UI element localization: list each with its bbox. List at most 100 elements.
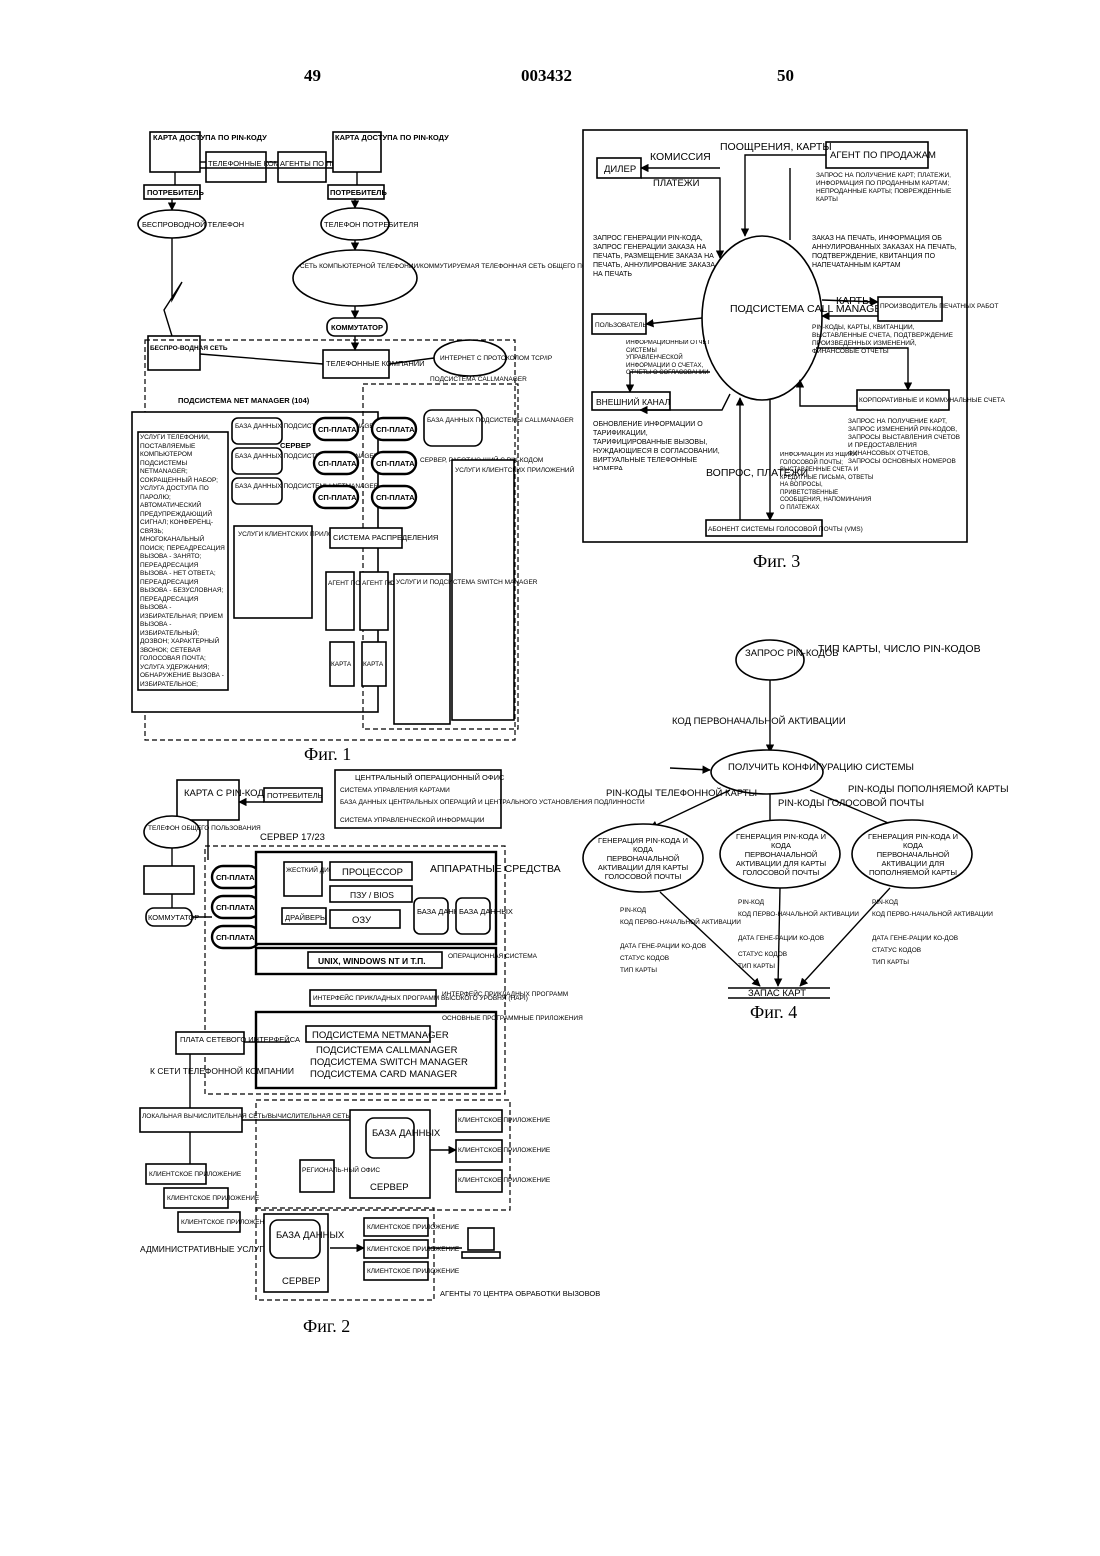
fig2-db-2-label: БАЗА ДАННЫХ xyxy=(459,907,513,916)
fig2-sp-2-label: СП-ПЛАТА xyxy=(216,903,255,912)
fig3-dealer: ДИЛЕР xyxy=(604,164,636,175)
fig2-server: СЕРВЕР 17/23 xyxy=(260,832,325,843)
fig2-server-a-label: СЕРВЕР xyxy=(370,1182,409,1193)
fig1-consumer-phone: ТЕЛЕФОН ПОТРЕБИТЕЛЯ xyxy=(324,220,419,229)
fig3-print-order: ЗАКАЗ НА ПЕЧАТЬ, ИНФОРМАЦИЯ ОБ АННУЛИРОВ… xyxy=(812,234,964,270)
fig2-client-2-label: КЛИЕНТСКОЕ ПРИЛОЖЕНИЕ xyxy=(167,1195,260,1202)
fig2-diagram: КАРТА С PIN-КОДОМ ПОТРЕБИТЕЛЬ ЦЕНТРАЛЬНЫ… xyxy=(140,770,645,1300)
fig2-db-1 xyxy=(414,898,448,934)
fig2-switchmanager: ПОДСИСТЕМА SWITCH MANAGER xyxy=(310,1057,468,1068)
fig2-client-a1-label: КЛИЕНТСКОЕ ПРИЛОЖЕНИЕ xyxy=(458,1117,551,1124)
fig1-switch: КОММУТАТОР xyxy=(331,323,383,332)
fig3-agent-req: ЗАПРОС НА ПОЛУЧЕНИЕ КАРТ; ПЛАТЕЖИ, ИНФОР… xyxy=(816,172,956,204)
fig1-netmanager: ПОДСИСТЕМА NET MANAGER (104) xyxy=(178,396,310,405)
fig1-wireless-phone: БЕСПРОВОДНОЙ ТЕЛЕФОН xyxy=(142,220,244,229)
fig3-commission: КОМИССИЯ xyxy=(650,151,711,163)
fig3-rewards: ПООЩРЕНИЯ, КАРТЫ xyxy=(720,141,832,153)
fig2-computer-icon xyxy=(468,1228,494,1250)
fig3-pin-req: ЗАПРОС ГЕНЕРАЦИИ PIN-КОДА, ЗАПРОС ГЕНЕРА… xyxy=(593,234,721,279)
fig4-gen3: ГЕНЕРАЦИЯ PIN-КОДА И КОДА ПЕРВОНАЧАЛЬНОЙ… xyxy=(866,832,960,877)
fig1-phone-companies-center: ТЕЛЕФОННЫЕ КОМПАНИИ xyxy=(326,359,425,368)
fig1-card-2-label: КАРТА xyxy=(363,661,384,668)
fig4-request-ellipse xyxy=(736,640,804,680)
fig1-wireless-net: БЕСПРО-ВОДНАЯ СЕТЬ xyxy=(150,345,228,352)
fig1-db-nm-1 xyxy=(232,418,282,444)
fig2-os-label: ОПЕРАЦИОННАЯ СИСТЕМА xyxy=(448,953,538,960)
fig2-public-phone xyxy=(144,816,200,848)
fig2-regional: РЕГИОНАЛЬ-НЫЙ ОФИС xyxy=(302,1165,380,1174)
fig1-client-services-box xyxy=(234,526,312,618)
fig4-diagram: ЗАПРОС PIN-КОДОВ ТИП КАРТЫ, ЧИСЛО PIN-КО… xyxy=(583,640,1008,999)
fig1-consumer-left: ПОТРЕБИТЕЛЬ xyxy=(147,188,204,197)
fig3-corp-req: ЗАПРОС НА ПОЛУЧЕНИЕ КАРТ, ЗАПРОС ИЗМЕНЕН… xyxy=(848,418,964,466)
fig2-co-0: СИСТЕМА УПРАВЛЕНИЯ КАРТАМИ xyxy=(340,787,450,794)
fig2-cardmanager: ПОДСИСТЕМА CARD MANAGER xyxy=(310,1069,457,1080)
fig2-pstn-box xyxy=(144,866,194,894)
fig3-printer-out: PIN-КОДЫ, КАРТЫ, КВИТАНЦИИ, ВЫСТАВЛЕННЫЕ… xyxy=(812,324,962,356)
fig1-db-cm-label: БАЗА ДАННЫХ ПОДСИСТЕМЫ CALLMANAGER xyxy=(427,417,574,424)
fig2-client-3-label: КЛИЕНТСКОЕ ПРИЛОЖЕНИЕ xyxy=(181,1219,274,1226)
fig2-regional-box xyxy=(300,1160,334,1192)
fig2-co-1: БАЗА ДАННЫХ ЦЕНТРАЛЬНЫХ ОПЕРАЦИЙ И ЦЕНТР… xyxy=(340,797,645,806)
fig1-services-list: УСЛУГИ ТЕЛЕФОНИИ, ПОСТАВЛЯЕМЫЕ КОМПЬЮТЕР… xyxy=(140,434,226,688)
fig1-sp-2-label: СП-ПЛАТА xyxy=(318,459,357,468)
fig2-hapi-label: ИНТЕРФЕЙС ПРИКЛАДНЫХ ПРОГРАММ xyxy=(442,989,568,998)
fig4-gen2: ГЕНЕРАЦИЯ PIN-КОДА И КОДА ПЕРВОНАЧАЛЬНОЙ… xyxy=(734,832,828,877)
fig4-f1-0: PIN-КОД xyxy=(620,907,647,914)
fig4-f3-3: СТАТУС КОДОВ xyxy=(872,947,921,954)
fig4-f2-2: ДАТА ГЕНЕ-РАЦИИ КО-ДОВ xyxy=(738,935,824,942)
fig1-diagram: КАРТА ДОСТУПА ПО PIN-КОДУ ТЕЛЕФОННЫЕ КОМ… xyxy=(132,132,627,740)
fig1-wireless-net-box xyxy=(148,336,200,370)
fig2-consumer: ПОТРЕБИТЕЛЬ xyxy=(267,791,323,800)
fig2-sp-3-label: СП-ПЛАТА xyxy=(216,933,255,942)
fig1-db-nm-2 xyxy=(232,448,282,474)
fig2-keyboard-icon xyxy=(462,1252,500,1258)
fig4-f1-3: СТАТУС КОДОВ xyxy=(620,955,669,962)
fig1-pstn-ellipse xyxy=(293,250,417,306)
fig4-stock: ЗАПАС КАРТ xyxy=(748,988,806,999)
fig4-f3-2: ДАТА ГЕНЕ-РАЦИИ КО-ДОВ xyxy=(872,935,958,942)
fig1-switch-manager: УСЛУГИ И ПОДСИСТЕМА SWITCH MANAGER xyxy=(396,579,538,586)
fig4-f3-4: ТИП КАРТЫ xyxy=(872,959,909,966)
fig4-f2-4: ТИП КАРТЫ xyxy=(738,963,775,970)
fig2-client-a3-label: КЛИЕНТСКОЕ ПРИЛОЖЕНИЕ xyxy=(458,1177,551,1184)
fig1-client-apps-label: УСЛУГИ КЛИЕНТСКИХ ПРИЛОЖЕНИЙ xyxy=(455,465,575,474)
fig2-netmanager: ПОДСИСТЕМА NETMANAGER xyxy=(312,1030,449,1041)
fig2-public-phone-label: ТЕЛЕФОН ОБЩЕГО ПОЛЬЗОВАНИЯ xyxy=(148,825,261,832)
fig1-card-right: КАРТА ДОСТУПА ПО PIN-КОДУ xyxy=(335,133,449,142)
fig4-f3-1: КОД ПЕРВО-НАЧАЛЬНОЙ АКТИВАЦИИ xyxy=(872,909,993,918)
fig2-client-1-label: КЛИЕНТСКОЕ ПРИЛОЖЕНИЕ xyxy=(149,1171,242,1178)
fig3-agent: АГЕНТ ПО ПРОДАЖАМ xyxy=(830,150,936,161)
fig2-client-b3-label: КЛИЕНТСКОЕ ПРИЛОЖЕНИЕ xyxy=(367,1268,460,1275)
fig2-rom: ПЗУ / BIOS xyxy=(350,890,394,900)
fig3-user: ПОЛЬЗОВАТЕЛЬ xyxy=(595,322,647,329)
fig4-gen1: ГЕНЕРАЦИЯ PIN-КОДА И КОДА ПЕРВОНАЧАЛЬНОЙ… xyxy=(596,836,690,881)
fig2-co-2: СИСТЕМА УПРАВЛЕНЧЕСКОЙ ИНФОРМАЦИИ xyxy=(340,815,485,824)
fig4-branch3: PIN-КОДЫ ПОПОЛНЯЕМОЙ КАРТЫ xyxy=(848,783,1008,795)
fig2-admin: АДМИНИСТРАТИВНЫЕ УСЛУГИ xyxy=(140,1244,270,1254)
fig3-printer: ПРОИЗВОДИТЕЛЬ ПЕЧАТНЫХ РАБОТ xyxy=(880,303,998,310)
fig1-consumer-right: ПОТРЕБИТЕЛЬ xyxy=(330,188,387,197)
fig4-f1-1: КОД ПЕРВО-НАЧАЛЬНОЙ АКТИВАЦИИ xyxy=(620,917,741,926)
fig3-external: ВНЕШНИЙ КАНАЛ xyxy=(596,396,670,407)
fig1-db-nm-3 xyxy=(232,478,282,504)
fig1-switch-manager-box xyxy=(394,574,450,724)
fig4-f2-1: КОД ПЕРВО-НАЧАЛЬНОЙ АКТИВАЦИИ xyxy=(738,909,859,918)
fig2-server-b-label: СЕРВЕР xyxy=(282,1276,321,1287)
fig1-sp-5-label: СП-ПЛАТА xyxy=(376,459,415,468)
fig2-db-a-label: БАЗА ДАННЫХ xyxy=(372,1128,441,1139)
fig2-central: ЦЕНТРАЛЬНЫЙ ОПЕРАЦИОННЫЙ ОФИС xyxy=(355,773,505,782)
fig4-get-config: ПОЛУЧИТЬ КОНФИГУРАЦИЮ СИСТЕМЫ xyxy=(728,762,914,773)
fig2-agents: АГЕНТЫ 70 ЦЕНТРА ОБРАБОТКИ ВЫЗОВОВ xyxy=(440,1289,600,1298)
fig4-branch2: PIN-КОДЫ ГОЛОСОВОЙ ПОЧТЫ xyxy=(778,797,924,809)
fig2-client-a2-label: КЛИЕНТСКОЕ ПРИЛОЖЕНИЕ xyxy=(458,1147,551,1154)
fig1-sp-4-label: СП-ПЛАТА xyxy=(376,425,415,434)
fig3-vms: АБОНЕНТ СИСТЕМЫ ГОЛОСОВОЙ ПОЧТЫ (VMS) xyxy=(708,524,863,533)
fig2-ram: ОЗУ xyxy=(352,915,372,926)
fig1-db-cm xyxy=(424,410,482,446)
fig2-callmanager: ПОДСИСТЕМА CALLMANAGER xyxy=(316,1045,458,1056)
fig1-internet: ИНТЕРНЕТ С ПРОТОКОЛОМ TCP/IP xyxy=(440,355,552,362)
fig2-client-b2-label: КЛИЕНТСКОЕ ПРИЛОЖЕНИЕ xyxy=(367,1246,460,1253)
fig1-db-nm-3-label: БАЗА ДАННЫХ ПОДСИСТЕМЫ NETMANAGER xyxy=(235,483,379,490)
